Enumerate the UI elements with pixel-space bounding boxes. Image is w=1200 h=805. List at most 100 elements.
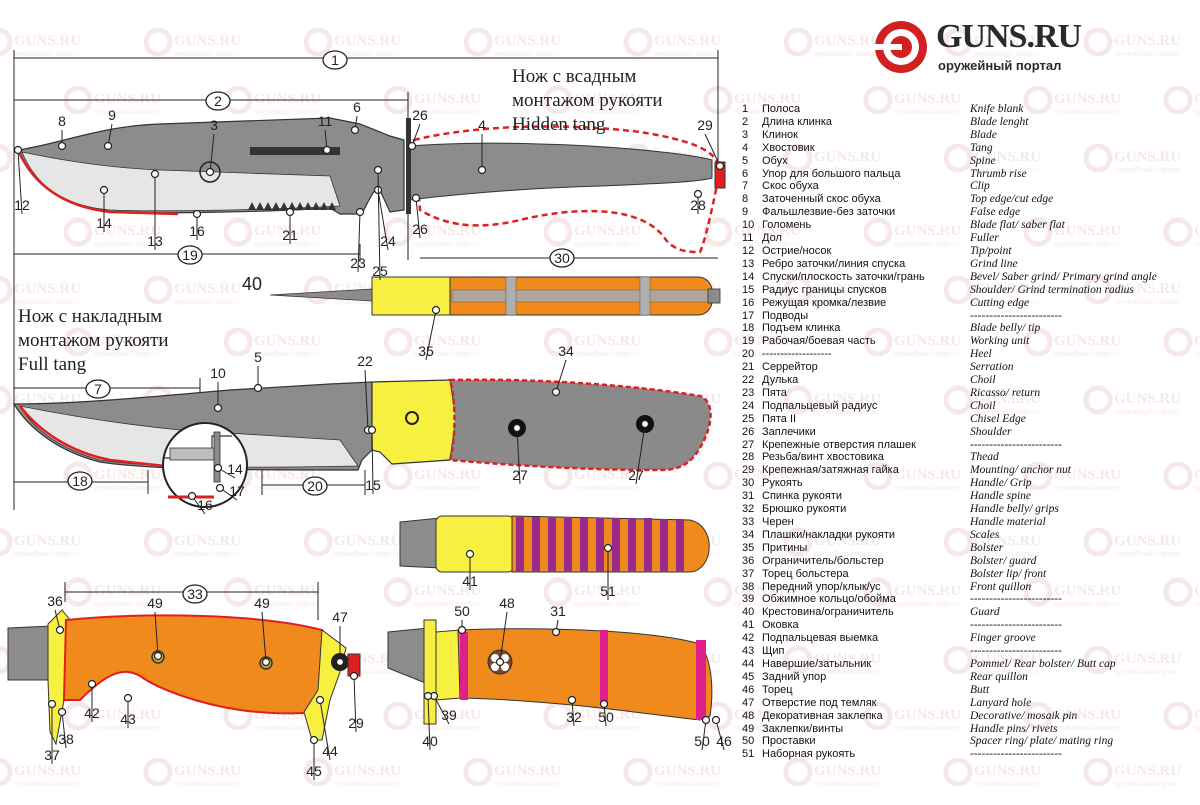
callout-number: 26 [412, 107, 428, 123]
legend-ru: Острие/носок [762, 244, 832, 257]
legend-number: 16 [742, 296, 755, 309]
svg-text:GUNS.RU: GUNS.RU [574, 467, 641, 483]
svg-text:оружейный портал: оружейный портал [1194, 723, 1200, 732]
callout-number: 14 [96, 215, 112, 231]
svg-text:оружейный портал: оружейный портал [974, 779, 1038, 788]
legend-en: Serration [970, 361, 1014, 374]
svg-text:оружейный портал: оружейный портал [254, 723, 318, 732]
svg-text:GUNS.RU: GUNS.RU [14, 533, 81, 549]
svg-text:GUNS.RU: GUNS.RU [654, 763, 721, 779]
legend-ru: Радиус границы спусков [762, 283, 887, 296]
callout-number: 16 [197, 497, 213, 513]
legend-ru: Подпальцевая выемка [762, 632, 879, 645]
callout-number: 35 [418, 343, 434, 359]
legend-ru: Подъем клинка [762, 322, 841, 335]
svg-text:GUNS.RU: GUNS.RU [414, 583, 481, 599]
callout-c18: 18 [67, 471, 93, 491]
svg-text:оружейный портал: оружейный портал [814, 407, 878, 416]
callout-number: 49 [254, 595, 270, 611]
legend-ru: Фальшлезвие-без заточки [762, 206, 896, 219]
svg-text:оружейный портал: оружейный портал [254, 239, 318, 248]
callout-c4: 4 [477, 117, 486, 175]
legend-ru: Хвостовик [762, 141, 815, 154]
callout-number: 33 [187, 586, 203, 602]
legend-number: 8 [742, 193, 749, 206]
svg-text:оружейный портал: оружейный портал [654, 49, 718, 58]
svg-text:GUNS.RU: GUNS.RU [1054, 583, 1121, 599]
svg-text:GUNS.RU: GUNS.RU [894, 707, 961, 723]
svg-text:GUNS.RU: GUNS.RU [1114, 149, 1181, 165]
callout-number: 34 [558, 343, 574, 359]
handle-stripes [516, 517, 684, 572]
svg-text:GUNS.RU: GUNS.RU [334, 33, 401, 49]
svg-text:GUNS.RU: GUNS.RU [494, 33, 561, 49]
callout-c27b: 27 [628, 419, 650, 485]
serration [248, 202, 336, 210]
callout-number: 45 [306, 763, 322, 779]
callout-c26b: 26 [411, 193, 428, 239]
svg-text:GUNS.RU: GUNS.RU [734, 467, 801, 483]
svg-text:GUNS.RU: GUNS.RU [334, 763, 401, 779]
legend-en: Handle/ Grip [970, 477, 1032, 490]
svg-text:GUNS.RU: GUNS.RU [1194, 333, 1200, 349]
callout-c16: 16 [189, 209, 205, 240]
svg-text:GUNS.RU: GUNS.RU [974, 391, 1041, 407]
legend-number: 12 [742, 244, 755, 257]
svg-text:GUNS.RU: GUNS.RU [174, 33, 241, 49]
svg-text:GUNS.RU: GUNS.RU [1194, 91, 1200, 107]
handle-outline-dashed [412, 125, 722, 254]
legend-number: 25 [742, 412, 755, 425]
svg-text:GUNS.RU: GUNS.RU [974, 33, 1041, 49]
logo-emblem-icon [872, 21, 927, 73]
callout-c14b: 14 [213, 461, 243, 479]
legend-en: Tang [970, 141, 993, 154]
callout-c17: 17 [215, 483, 245, 501]
legend-ru: Режущая кромка/лезвие [762, 296, 887, 309]
guard-bar [406, 118, 411, 214]
legend-en: Heel [970, 348, 992, 361]
legend-en: Blade belly/ tip [970, 322, 1041, 335]
legend-en: Pommel/ Rear bolster/ Butt cap [970, 657, 1116, 670]
svg-text:GUNS.RU: GUNS.RU [1114, 533, 1181, 549]
callout-number: 43 [120, 711, 136, 727]
svg-text:оружейный портал: оружейный портал [174, 549, 238, 558]
callout-c49b: 49 [254, 595, 271, 667]
callout-number: 48 [499, 595, 515, 611]
callout-number: 39 [441, 707, 457, 723]
legend-number: 10 [742, 219, 755, 232]
legend-number: 24 [742, 399, 755, 412]
legend-ru: Крестовина/ограничитель [762, 606, 894, 619]
legend-en: Top edge/cut edge [970, 193, 1054, 206]
legend-en: ------------------------ [970, 593, 1062, 606]
legend-en: Shoulder [970, 425, 1012, 438]
svg-text:GUNS.RU: GUNS.RU [334, 533, 401, 549]
svg-text:GUNS.RU: GUNS.RU [414, 91, 481, 107]
svg-text:GUNS.RU: GUNS.RU [814, 651, 881, 667]
svg-text:GUNS.RU: GUNS.RU [734, 91, 801, 107]
callout-c38: 38 [57, 707, 74, 749]
callout-number: 29 [697, 117, 713, 133]
legend-ru: Обжимное кольцо/обойма [762, 593, 896, 606]
svg-text:оружейный портал: оружейный портал [94, 107, 158, 116]
legend-number: 2 [742, 115, 749, 128]
callout-number: 20 [307, 478, 323, 494]
